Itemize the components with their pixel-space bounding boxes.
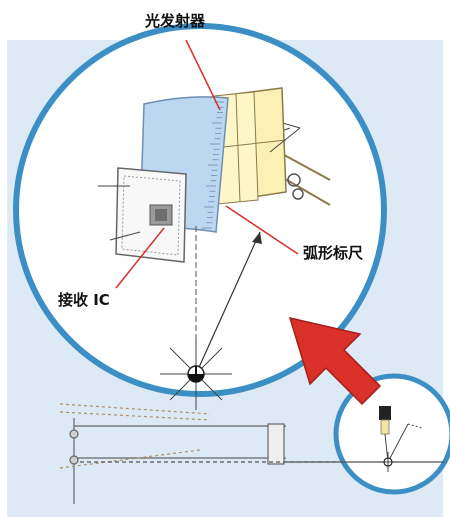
receiver-leader (115, 227, 165, 289)
detail-circle (333, 373, 450, 495)
arc-scale-label: 弧形标尺 (303, 244, 364, 262)
emitter-leader (185, 39, 221, 111)
beam-line (195, 231, 261, 375)
detail-mechanism (378, 406, 423, 472)
lever-assembly (59, 403, 444, 504)
zoom-arrow (288, 316, 382, 406)
scale-leader (225, 205, 299, 255)
emitter-hole-right (287, 173, 301, 187)
emitter-label: 光发射器 (145, 12, 206, 30)
receiver-ic-label: 接收 IC (58, 291, 110, 309)
